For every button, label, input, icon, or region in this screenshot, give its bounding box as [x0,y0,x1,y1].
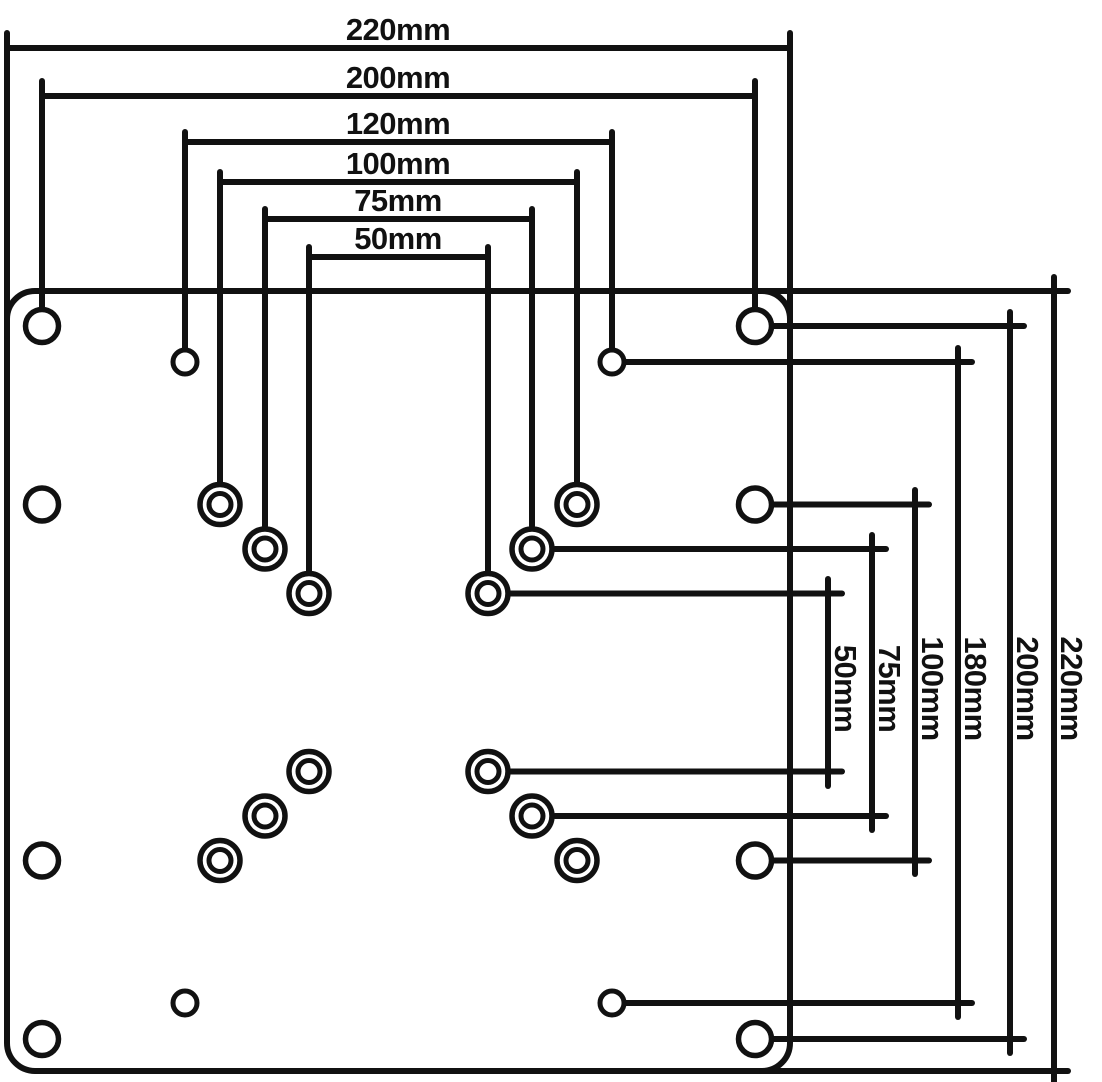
ring-inner [518,802,546,830]
hole-mid-right-upper [735,485,775,524]
hole-200-top-right [735,306,775,346]
dimension-v-75 [552,532,889,833]
dimension-h-50 [306,244,491,574]
dimension-h-100 [217,169,580,485]
ring-inner [474,758,502,785]
dim-label-h-120: 120mm [346,106,450,141]
ringed-hole-vesa50-top-left [286,570,332,617]
ringed-hole-vesa75-bottom-right [509,793,555,839]
dim-label-v-200: 200mm [1010,636,1045,740]
ring-inner [474,580,502,607]
plate-holes [22,306,775,1059]
ring-inner [251,802,279,830]
hole-mid-left-upper [22,485,62,524]
dim-label-v-50: 50mm [828,645,863,733]
dimension-h-220 [4,30,793,339]
ring-inner [251,535,279,563]
ring-inner [563,847,591,874]
hole-120-bottom-left [170,988,200,1018]
ringed-hole-vesa50-bottom-left [286,748,332,795]
dim-label-v-220: 220mm [1054,636,1089,740]
hole-120-top-right [597,347,627,377]
dim-label-v-180: 180mm [958,636,993,740]
ringed-hole-vesa100-top-left [197,481,243,528]
ringed-hole-vesa100-bottom-left [197,837,243,884]
ringed-hole-vesa75-bottom-left [242,793,288,839]
dim-label-h-75: 75mm [354,183,442,218]
hole-120-bottom-right [597,988,627,1018]
dimension-v-200 [771,309,1027,1056]
dimension-v-220 [759,274,1071,1082]
plate-outline [4,288,793,1074]
right-dimension-lines [508,274,1071,1082]
ringed-hole-vesa100-bottom-right [554,837,600,884]
ringed-hole-vesa100-top-right [554,481,600,528]
right-dimension-labels: 50mm 75mm 100mm 180mm 200mm 220mm [828,636,1089,740]
ringed-hole-vesa75-top-left [242,526,288,572]
hole-200-top-left [22,306,62,346]
ringed-hole-vesa50-top-right [465,570,511,617]
ringed-hole-vesa50-bottom-right [465,748,511,795]
top-dimension-labels: 220mm 200mm 120mm 100mm 75mm 50mm [346,12,451,256]
dimension-h-200 [39,78,758,310]
dim-label-h-200: 200mm [346,60,450,95]
ring-inner [206,847,234,874]
ring-inner [206,491,234,518]
dim-label-v-75: 75mm [872,645,907,733]
dim-label-v-100: 100mm [915,636,950,740]
ring-inner [518,535,546,563]
hole-mid-left-lower [22,841,62,880]
hole-120-top-left [170,347,200,377]
dimension-h-75 [262,206,535,529]
dimension-v-100 [771,487,932,877]
ring-inner [295,580,323,607]
dim-label-h-100: 100mm [346,146,450,181]
plate-outline-group [4,288,793,1074]
dimension-h-120 [182,129,615,351]
hole-mid-right-lower [735,841,775,880]
ring-inner [563,491,591,518]
hole-200-bottom-left [22,1019,62,1059]
ring-inner [295,758,323,785]
dim-label-h-220: 220mm [346,12,450,47]
ringed-hole-vesa75-top-right [509,526,555,572]
dimension-v-180 [623,345,975,1020]
hole-200-bottom-right [735,1019,775,1059]
top-dimension-lines [4,30,793,574]
dim-label-h-50: 50mm [354,221,442,256]
dimension-v-50 [508,576,845,789]
